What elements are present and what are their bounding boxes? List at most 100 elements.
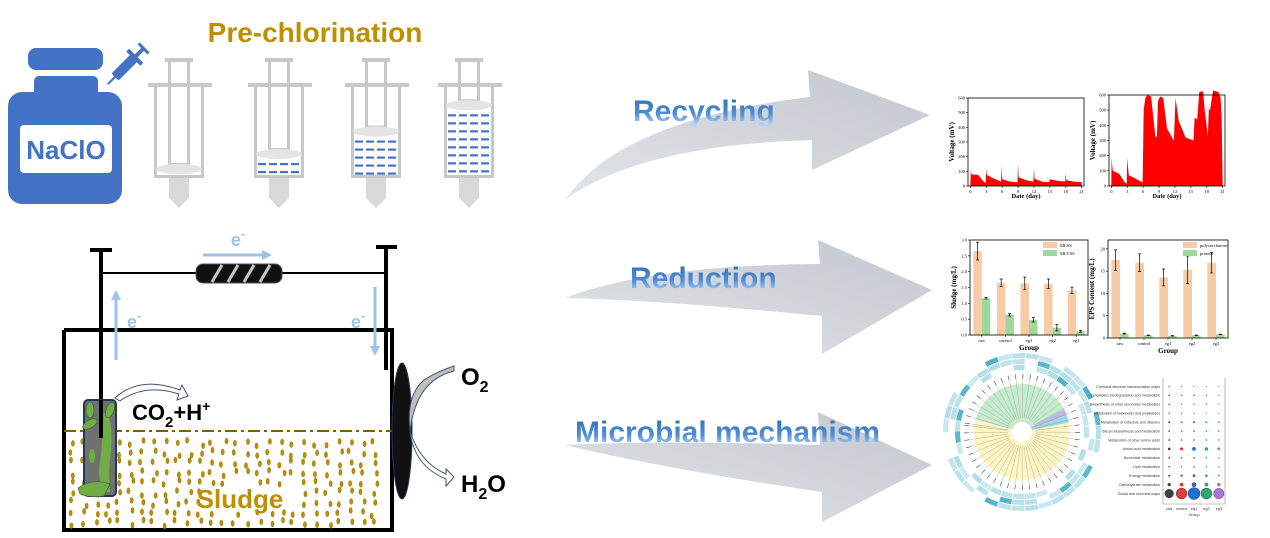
sludge-particle — [289, 457, 293, 464]
bubble — [1180, 412, 1183, 414]
sludge-particle — [209, 511, 214, 518]
electron-arrow-left: e- — [111, 290, 141, 360]
sludge-particle — [315, 521, 319, 528]
bubble — [1192, 474, 1196, 478]
bar — [1216, 334, 1225, 338]
y-axis-label: Sludge (mg/L) — [950, 266, 958, 309]
sludge-particle — [340, 448, 345, 455]
sludge-particle — [129, 471, 134, 479]
tree-branch — [1015, 380, 1021, 419]
bubble — [1205, 439, 1208, 441]
x-axis-label: Date (day) — [1011, 193, 1040, 200]
x-tick-label: 6 — [1142, 189, 1145, 194]
tree-clade — [1087, 438, 1095, 452]
sludge-particle — [302, 452, 307, 459]
tree-clade — [1049, 365, 1062, 376]
bubble — [1193, 457, 1195, 459]
x-axis-label: Group — [1019, 344, 1039, 352]
x-tick-label: 18 — [1064, 189, 1069, 194]
tree-tip — [971, 458, 977, 462]
solution-dash — [459, 138, 467, 141]
solution-dash — [377, 156, 385, 159]
sludge-particle — [375, 480, 380, 487]
sludge-particle — [200, 450, 204, 457]
sludge-particle — [224, 437, 229, 445]
sludge-particle — [302, 438, 306, 446]
sludge-particle — [311, 460, 316, 467]
sludge-particle — [324, 442, 329, 449]
tree-tip — [976, 395, 981, 400]
x-tick-label: 9 — [1158, 189, 1161, 194]
sludge-particle — [150, 458, 155, 465]
sludge-particle — [128, 449, 133, 456]
bubble — [1218, 385, 1220, 388]
bar — [1207, 262, 1216, 338]
tree-clade — [1050, 494, 1065, 505]
sludge-particle — [328, 480, 333, 487]
sludge-particle — [288, 469, 293, 476]
tree-branch — [970, 425, 1009, 431]
solution-dash — [388, 148, 396, 151]
sludge-particle — [370, 438, 375, 445]
sludge-particle — [324, 451, 328, 458]
solution-dash — [470, 130, 478, 133]
pathway-label: Biosynthesis of other secondary metaboli… — [1090, 403, 1161, 407]
solution-dash — [459, 154, 467, 157]
bubble — [1205, 385, 1208, 388]
solution-dash — [459, 114, 467, 117]
sludge-particle — [162, 451, 167, 458]
tree-clade — [959, 384, 971, 398]
bubble — [1193, 403, 1195, 405]
tree-center — [1013, 423, 1031, 441]
tree-branch — [1028, 444, 1049, 478]
sludge-particle — [197, 488, 201, 495]
tree-tip — [1073, 417, 1079, 419]
tree-branch — [990, 443, 1014, 474]
tree-clade — [979, 480, 992, 491]
bar — [1029, 319, 1038, 335]
flow-label-microbial-mechanism: Microbial mechanism — [575, 416, 881, 449]
x-tick-label: eg2 — [1189, 341, 1196, 346]
bubble — [1168, 465, 1170, 468]
tree-clade — [1025, 504, 1039, 511]
sludge-particle — [280, 438, 284, 446]
sludge-label: Sludge — [197, 484, 284, 514]
sludge-particle — [164, 437, 169, 445]
sludge-particle — [172, 516, 177, 524]
tree-branch — [971, 435, 1009, 447]
sludge-particle — [177, 477, 182, 484]
sludge-particle — [221, 472, 226, 480]
bubble — [1175, 487, 1188, 500]
sludge-particle — [329, 522, 333, 529]
tree-clade — [954, 431, 961, 443]
tree-branch — [977, 404, 1011, 425]
solution-dash — [355, 164, 363, 167]
x-tick-label: eg1 — [1026, 338, 1033, 343]
legend-label: protein — [1200, 251, 1213, 256]
tree-branch — [1033, 440, 1064, 464]
tree-branch — [1002, 444, 1017, 481]
x-tick-label: 15 — [1048, 189, 1053, 194]
bar — [1135, 262, 1144, 338]
bubble — [1180, 439, 1183, 441]
tree-clade — [1037, 360, 1051, 370]
tree-branch — [1035, 433, 1074, 440]
tree-tip — [1074, 424, 1080, 426]
bubble — [1205, 421, 1208, 424]
sludge-particle — [104, 511, 108, 518]
tree-tip — [976, 464, 981, 469]
bubble — [1167, 447, 1171, 451]
bubble — [1179, 482, 1184, 487]
tree-clade — [975, 383, 1065, 430]
solution-dash — [355, 148, 363, 151]
sludge-particle — [153, 447, 158, 454]
sludge-particle — [207, 469, 212, 476]
solution-dash — [459, 130, 467, 133]
tree-branch — [991, 390, 1014, 421]
tree-tip — [972, 401, 977, 405]
tree-clade — [1062, 486, 1076, 498]
sludge-particle — [258, 479, 263, 486]
sludge-particle — [173, 456, 178, 464]
solution-dash — [459, 146, 467, 149]
